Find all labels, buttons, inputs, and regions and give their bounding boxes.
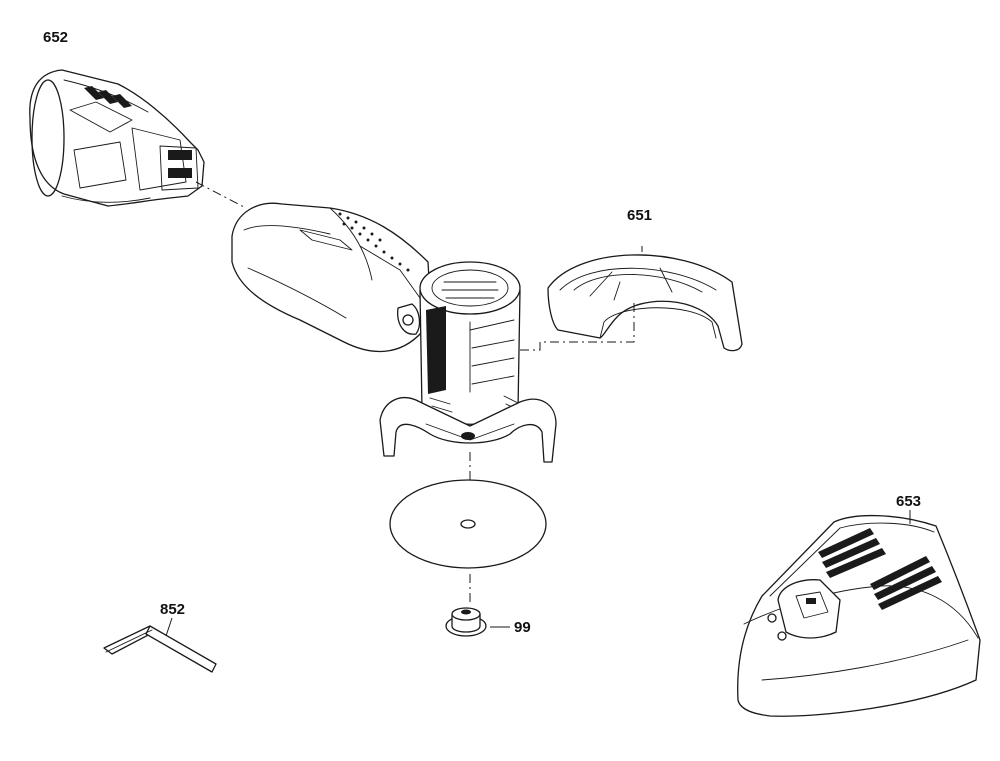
callout-852: 852 bbox=[160, 601, 186, 618]
wheel-guard bbox=[547, 254, 743, 352]
hex-key bbox=[103, 625, 217, 673]
battery-pack bbox=[29, 69, 205, 207]
guard-mount bbox=[379, 397, 557, 463]
callout-652: 652 bbox=[43, 29, 69, 46]
callout-99: 99 bbox=[514, 619, 531, 636]
callout-651: 651 bbox=[627, 207, 653, 224]
clamp-screw bbox=[445, 607, 487, 637]
battery-charger bbox=[737, 514, 981, 717]
cutting-disc bbox=[389, 479, 547, 569]
callout-653: 653 bbox=[896, 493, 922, 510]
gear-head bbox=[419, 261, 523, 425]
grinder-body bbox=[231, 202, 430, 353]
